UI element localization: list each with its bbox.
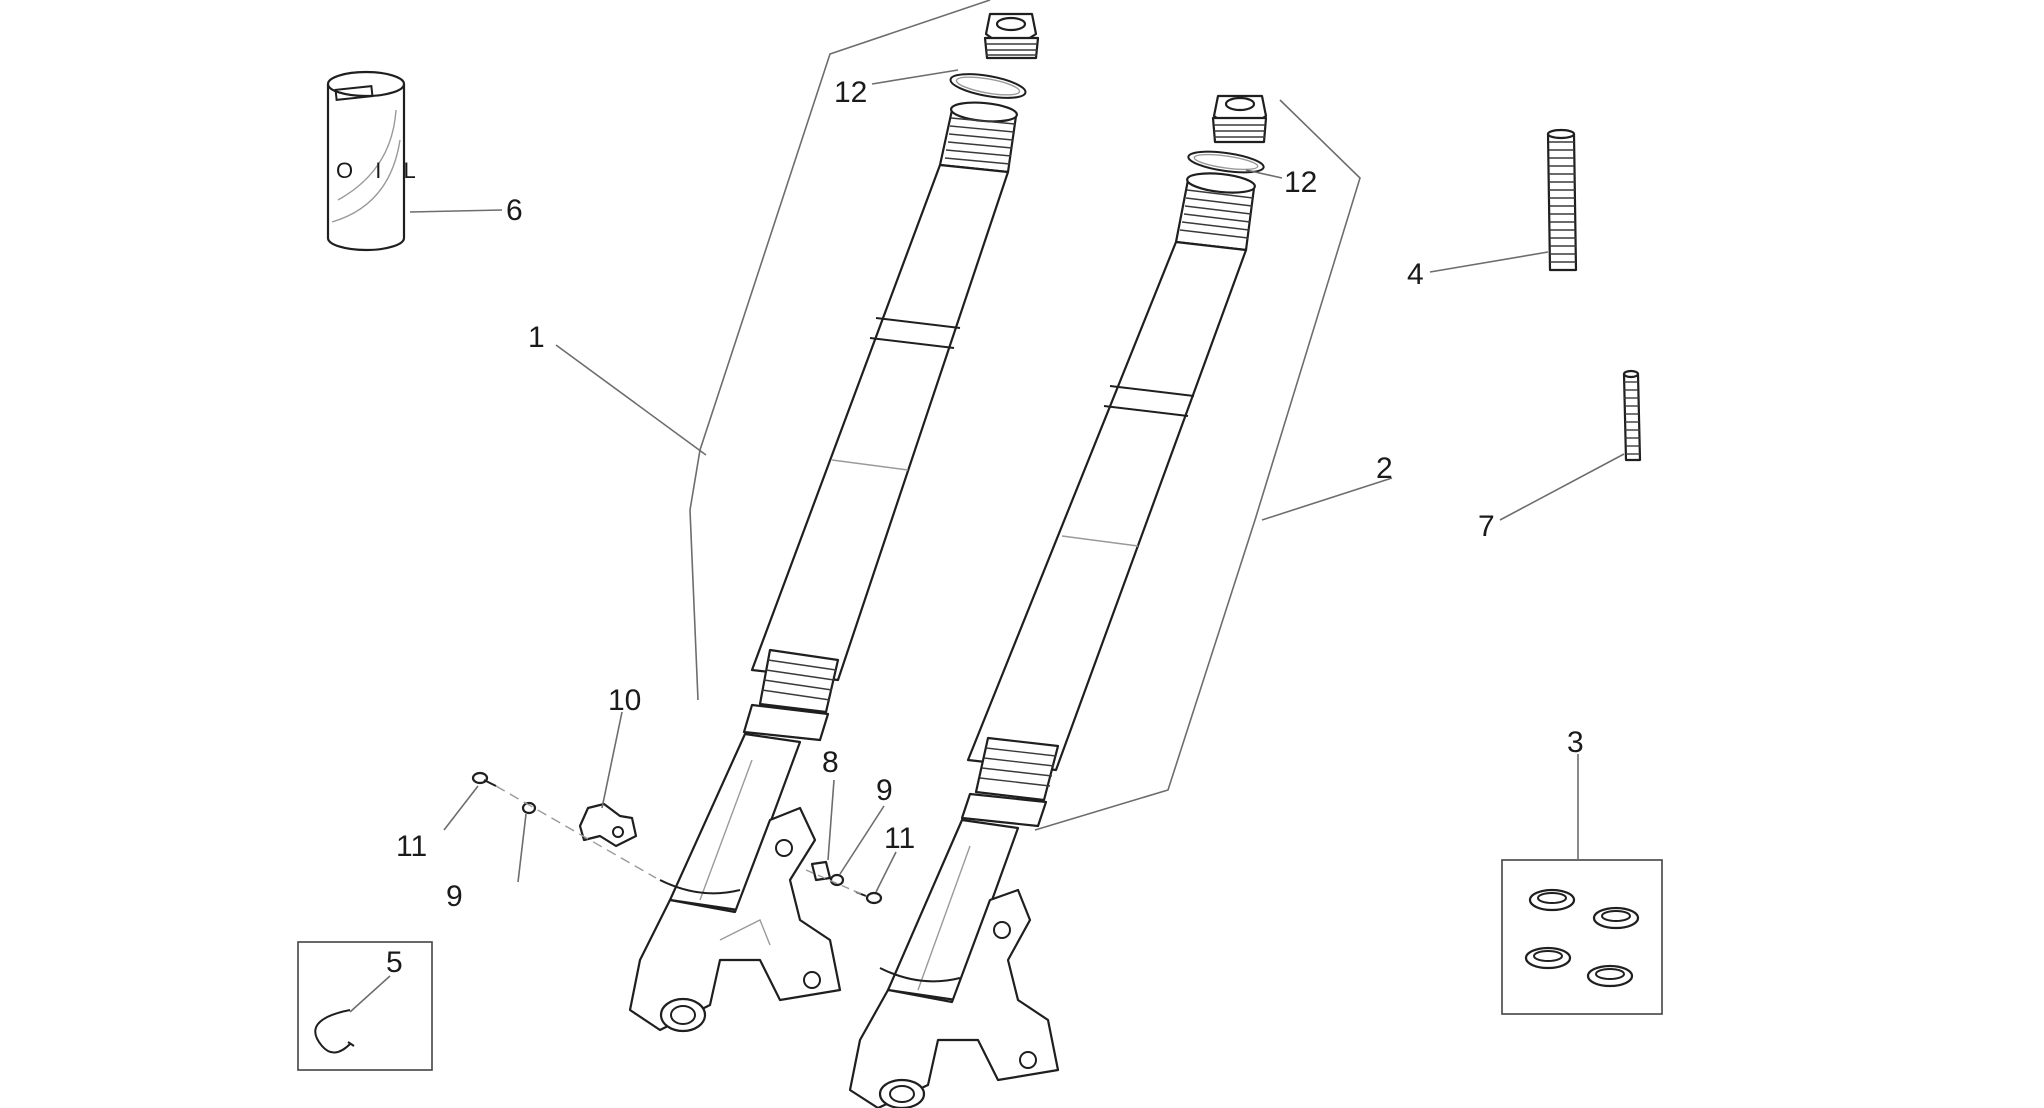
fork-leg-right bbox=[848, 94, 1268, 1108]
callout-6: 6 bbox=[506, 194, 523, 227]
callout-10: 10 bbox=[608, 684, 641, 717]
fork-leg-left bbox=[628, 12, 1040, 1033]
callout-1: 1 bbox=[528, 321, 545, 354]
washer-left bbox=[521, 801, 537, 815]
callout-2: 2 bbox=[1376, 452, 1393, 485]
callout-3: 3 bbox=[1567, 726, 1584, 759]
circlip-box bbox=[297, 941, 433, 1071]
callout-4: 4 bbox=[1407, 258, 1424, 291]
spacer-right bbox=[810, 860, 832, 882]
assembly-bracket-right bbox=[1034, 99, 1361, 831]
callout-5: 5 bbox=[386, 946, 403, 979]
callout-7: 7 bbox=[1478, 510, 1495, 543]
callout-12-right: 12 bbox=[1284, 166, 1317, 199]
oil-can: O I L bbox=[326, 70, 424, 252]
callout-labels: 1 2 3 4 5 6 7 8 9 9 10 11 11 12 12 bbox=[386, 76, 1584, 979]
oil-label: O I L bbox=[336, 158, 424, 183]
seal-kit-box bbox=[1501, 859, 1663, 1015]
spring-small bbox=[1622, 369, 1642, 462]
callout-9-left: 9 bbox=[446, 880, 463, 913]
callout-9-right: 9 bbox=[876, 774, 893, 807]
leader-lines bbox=[349, 69, 1625, 1013]
callout-11-left: 11 bbox=[396, 830, 427, 863]
screw-left bbox=[471, 771, 497, 787]
speed-sensor bbox=[578, 802, 638, 848]
callout-8: 8 bbox=[822, 746, 839, 779]
callout-11-right: 11 bbox=[884, 822, 915, 855]
callout-12-left: 12 bbox=[834, 76, 867, 109]
spring-large bbox=[1546, 128, 1578, 272]
